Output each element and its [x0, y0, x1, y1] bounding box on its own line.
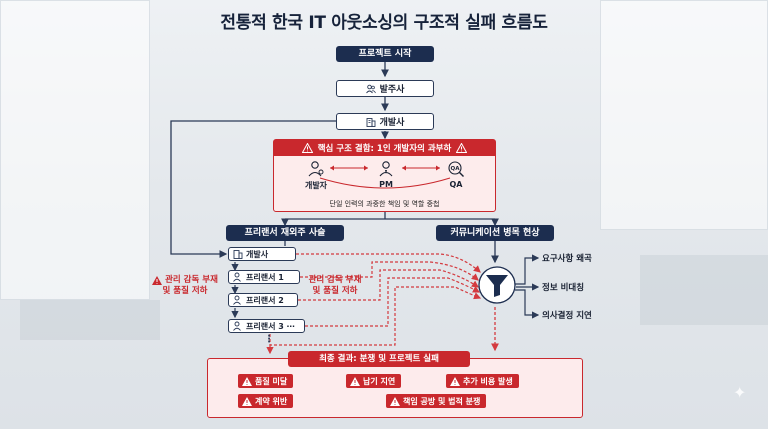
building-icon: [233, 250, 243, 259]
background-desk: [640, 255, 768, 325]
role-qa: QA QA: [434, 160, 478, 189]
final-item-quality-fail: 품질 미달: [238, 374, 294, 388]
start-box: 프로젝트 시작: [336, 46, 434, 62]
final-item-label: 계약 위반: [255, 396, 288, 406]
chain-node-freelancer-2: 프리랜서 2: [228, 293, 298, 307]
final-item-label: 추가 비용 발생: [463, 376, 513, 386]
developer-company-box: 개발사: [336, 113, 434, 130]
chain-node-label: 프리랜서 2: [246, 295, 284, 305]
warning-icon: [301, 143, 313, 153]
chain-node-freelancer-3: 프리랜서 3 ⋯: [228, 319, 305, 333]
freelancer-icon: [233, 295, 241, 305]
oversight-warning-middle-line2: 및 품질 저하: [312, 286, 358, 296]
warning-icon: [450, 376, 460, 386]
oversight-warning-left: 관리 감독 부재 및 품질 저하: [140, 275, 230, 297]
outcome-requirement-distortion: 요구사항 왜곡: [542, 254, 592, 264]
role-pm: PM: [364, 160, 408, 189]
background-desk-left: [20, 300, 160, 340]
final-item-legal-dispute: 책임 공방 및 법적 분쟁: [386, 394, 487, 408]
background-window-right: [600, 0, 768, 230]
building-icon: [366, 117, 376, 127]
warning-icon: [456, 143, 468, 153]
role-qa-label: QA: [449, 180, 463, 189]
warning-icon: [390, 396, 400, 406]
oversight-warning-middle-line1: 관리 감독 부재: [308, 275, 362, 285]
role-developer-label: 개발자: [304, 181, 328, 190]
core-issue-panel: 핵심 구조 결함: 1인 개발자의 과부하 개발자 PM QA QA 단일 인력…: [273, 139, 496, 212]
diagram-title: 전통적 한국 IT 아웃소싱의 구조적 실패 흐름도: [220, 13, 548, 33]
qa-icon-text: QA: [451, 166, 461, 172]
core-issue-header: 핵심 구조 결함: 1인 개발자의 과부하: [274, 140, 495, 156]
warning-icon: [242, 396, 252, 406]
oversight-warning-left-line2: 및 품질 저하: [162, 286, 208, 296]
final-result-panel: 최종 결과: 분쟁 및 프로젝트 실패 품질 미달 납기 지연 추가 비용 발생…: [207, 351, 583, 418]
warning-icon: [152, 276, 163, 285]
final-item-label: 책임 공방 및 법적 분쟁: [403, 396, 481, 406]
pm-icon: [379, 161, 393, 177]
client-box: 발주사: [336, 80, 434, 97]
final-item-delivery-delay: 납기 지연: [346, 374, 402, 388]
freelancer-icon: [233, 272, 241, 282]
final-item-contract-breach: 계약 위반: [238, 394, 294, 408]
oversight-warning-left-line1: 관리 감독 부재: [165, 275, 218, 285]
chain-node-developer: 개발사: [228, 247, 296, 261]
role-arrows: [319, 165, 451, 189]
final-item-label: 품질 미달: [255, 376, 288, 386]
chain-node-label: 프리랜서 3 ⋯: [246, 321, 295, 331]
chain-node-label: 개발사: [246, 249, 269, 259]
core-issue-title: 핵심 구조 결함: 1인 개발자의 과부하: [317, 144, 452, 154]
chain-ellipsis: ⋮: [264, 334, 274, 345]
freelancer-icon: [233, 321, 241, 331]
outcome-information-asymmetry: 정보 비대칭: [542, 283, 585, 293]
chain-branch-box: 프리랜서 재외주 사슬: [226, 225, 344, 241]
developer-company-label: 개발사: [379, 118, 405, 128]
warning-icon: [242, 376, 252, 386]
developer-icon: [308, 161, 324, 177]
chain-node-freelancer-1: 프리랜서 1: [228, 270, 300, 284]
sparkle-icon: ✦: [733, 383, 747, 402]
final-item-label: 납기 지연: [363, 376, 396, 386]
oversight-warning-middle: 관리 감독 부재 및 품질 저하: [300, 275, 370, 297]
background-window-left: [0, 0, 150, 300]
outcome-decision-delay: 의사결정 지연: [542, 311, 592, 321]
role-developer: 개발자: [294, 160, 338, 191]
warning-icon: [350, 376, 360, 386]
communication-branch-box: 커뮤니케이션 병목 현상: [436, 225, 554, 241]
funnel-icon: [478, 266, 516, 304]
core-issue-subtitle: 단일 인력의 과중한 책임 및 역할 중첩: [329, 200, 440, 208]
role-pm-label: PM: [379, 180, 393, 189]
qa-icon: QA: [448, 161, 464, 177]
client-label: 발주사: [379, 85, 405, 95]
user-group-icon: [365, 84, 376, 93]
chain-node-label: 프리랜서 1: [246, 272, 284, 282]
final-item-extra-cost: 추가 비용 발생: [446, 374, 519, 388]
final-result-header: 최종 결과: 분쟁 및 프로젝트 실패: [288, 351, 470, 367]
